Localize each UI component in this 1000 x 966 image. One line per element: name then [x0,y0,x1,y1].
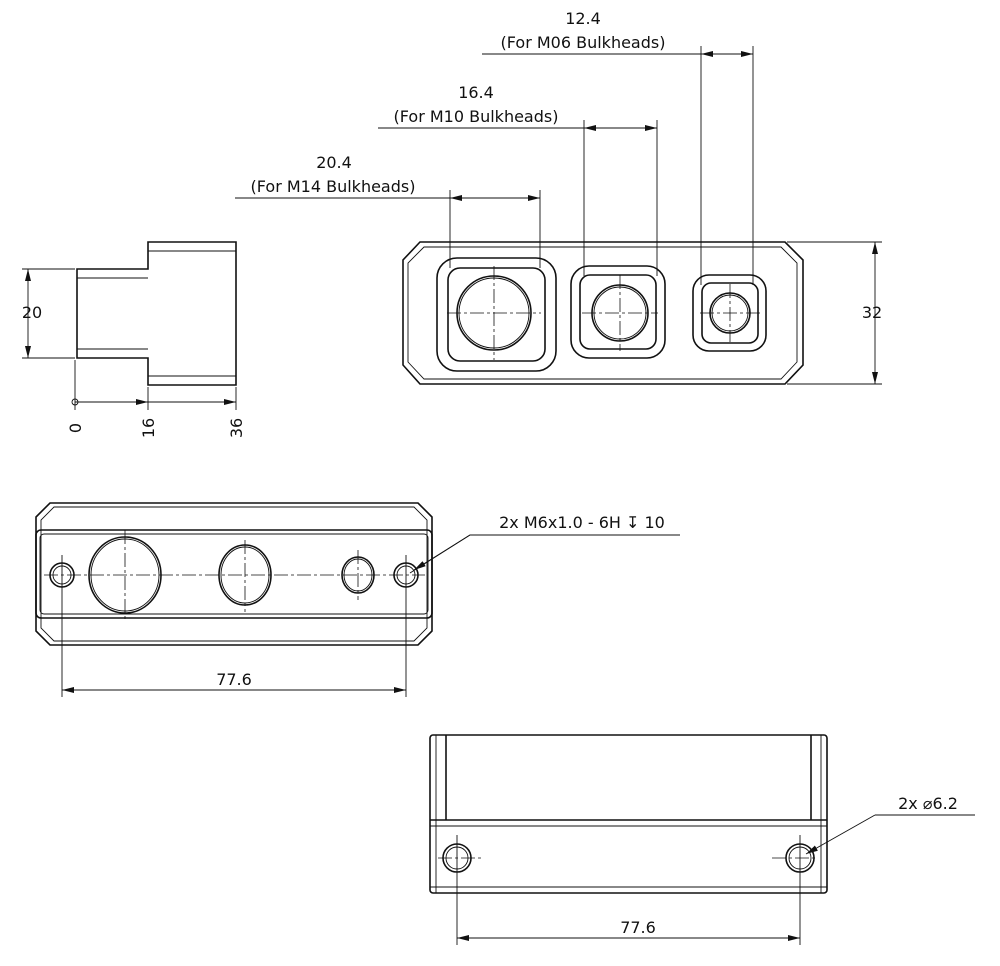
ordinate-dimensions: 0 16 36 [66,360,246,438]
side-view: 20 0 16 36 [22,241,246,438]
pocket-dimension-m10: 16.4 (For M10 Bulkheads) [378,83,658,276]
front-view: 20.4 (For M14 Bulkheads) 16.4 (For M10 B… [235,9,882,385]
dim-label: 77.6 [216,670,252,689]
spacing-dimension: 77.6 [456,835,801,945]
callout-label: 2x M6x1.0 - 6H ↧ 10 [499,513,665,532]
height-dimension-20: 20 [22,268,75,359]
ordinate-16: 16 [139,418,158,438]
ordinate-0: 0 [66,423,85,433]
pocket-dimension-m06: 12.4 (For M06 Bulkheads) [482,9,754,285]
spacing-dimension: 77.6 [61,555,407,697]
dim-note: (For M10 Bulkheads) [394,107,559,126]
rear-view: 77.6 2x ⌀6.2 [429,734,975,945]
hole-callout: 2x ⌀6.2 [805,794,975,855]
dim-note: (For M06 Bulkheads) [501,33,666,52]
dim-label: 16.4 [458,83,494,102]
dim-label: 12.4 [565,9,601,28]
ordinate-36: 36 [227,418,246,438]
pocket-m10 [570,265,666,359]
callout-label: 2x ⌀6.2 [898,794,958,813]
pocket-dimension-m14: 20.4 (For M14 Bulkheads) [235,153,541,268]
thread-callout: 2x M6x1.0 - 6H ↧ 10 [409,513,680,574]
dim-note: (For M14 Bulkheads) [251,177,416,196]
height-dimension-32: 32 [787,241,882,385]
pocket-m14 [436,257,557,372]
bottom-view: 77.6 2x M6x1.0 - 6H ↧ 10 [35,502,680,697]
dim-label: 77.6 [620,918,656,937]
dim-label: 20 [22,303,42,322]
dim-label: 32 [862,303,882,322]
pocket-m06 [692,274,767,352]
dim-label: 20.4 [316,153,352,172]
